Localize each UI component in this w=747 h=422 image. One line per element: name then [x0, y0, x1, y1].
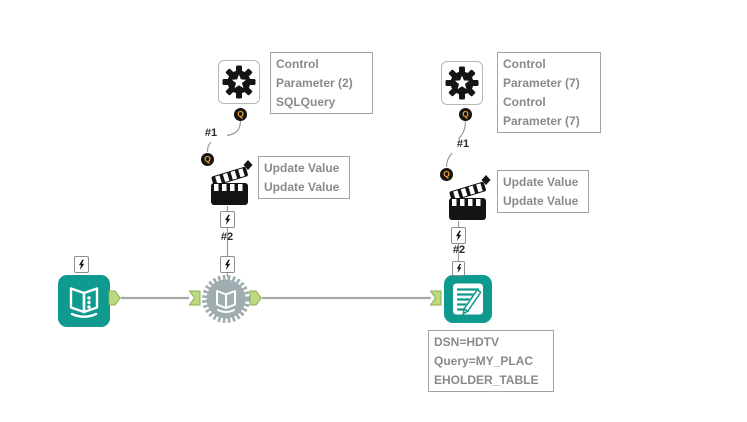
tool-action-1[interactable]: [208, 156, 256, 213]
caption-line: Parameter (2): [276, 76, 353, 90]
caption-line: Update Value: [264, 180, 340, 194]
connection-label: #2: [220, 231, 234, 243]
caption-control-parameter-2: Control Parameter (7) Control Parameter …: [497, 52, 601, 133]
input-anchor-dynamic-input[interactable]: [429, 290, 442, 306]
caption-line: Control: [503, 57, 546, 71]
gear-icon: [445, 66, 479, 100]
q-input-anchor-action2[interactable]: Q: [440, 168, 453, 181]
clapperboard-icon: [211, 160, 253, 205]
connection-label: #1: [204, 127, 218, 139]
wire-q-label-to-action1[interactable]: [206, 141, 212, 153]
tool-macro-input[interactable]: [58, 275, 110, 327]
caption-action-1: Update Value Update Value: [258, 156, 350, 199]
annotation-line: EHOLDER_TABLE: [434, 373, 539, 387]
lightning-input-anchor-macro[interactable]: [220, 256, 235, 273]
lightning-anchor-macro-input[interactable]: [74, 256, 89, 273]
caption-line: Control: [276, 57, 319, 71]
wire-q-cp2-to-label[interactable]: [458, 120, 467, 140]
lightning-icon: [224, 214, 231, 225]
tool-action-2[interactable]: [446, 171, 494, 228]
gear-icon: [222, 65, 256, 99]
caption-line: Parameter (7): [503, 76, 580, 90]
output-anchor-macro[interactable]: [249, 290, 262, 306]
caption-line: Update Value: [503, 175, 579, 189]
q-input-anchor-action1[interactable]: Q: [201, 153, 214, 166]
input-anchor-macro[interactable]: [188, 290, 201, 306]
wire-q-label-to-action2[interactable]: [445, 152, 453, 168]
annotation-line: Query=MY_PLAC: [434, 354, 534, 368]
lightning-input-anchor-dynamic-input[interactable]: [452, 261, 465, 276]
clapperboard-icon: [449, 175, 491, 220]
lightning-icon: [78, 259, 85, 270]
caption-line: Parameter (7): [503, 114, 580, 128]
macro-gear-book-icon: [202, 275, 250, 323]
connection-label: #2: [452, 244, 466, 256]
annotation-dynamic-input: DSN=HDTV Query=MY_PLAC EHOLDER_TABLE: [428, 330, 554, 392]
q-output-anchor-cp1[interactable]: Q: [234, 108, 247, 121]
tool-dynamic-input[interactable]: [444, 275, 492, 323]
tool-control-parameter-2[interactable]: [441, 61, 483, 105]
caption-control-parameter-1: Control Parameter (2) SQLQuery: [270, 52, 373, 114]
q-output-anchor-cp2[interactable]: Q: [459, 108, 472, 121]
caption-line: SQLQuery: [276, 95, 336, 109]
wire-q-cp1-to-label[interactable]: [226, 119, 242, 137]
annotation-line: DSN=HDTV: [434, 335, 500, 349]
tool-macro[interactable]: [202, 275, 250, 328]
open-book-icon: [69, 287, 99, 318]
lightning-output-anchor-action1[interactable]: [220, 211, 235, 228]
tool-control-parameter-1[interactable]: [218, 60, 260, 104]
caption-line: Update Value: [264, 161, 340, 175]
caption-action-2: Update Value Update Value: [497, 170, 589, 213]
caption-line: Control: [503, 95, 546, 109]
lightning-output-anchor-action2[interactable]: [451, 227, 466, 244]
output-anchor-macro-input[interactable]: [108, 290, 121, 306]
lightning-icon: [455, 230, 462, 241]
lightning-icon: [224, 259, 231, 270]
lightning-icon: [456, 263, 461, 273]
connection-label: #1: [456, 138, 470, 150]
document-pencil-icon: [453, 283, 483, 315]
caption-line: Update Value: [503, 194, 579, 208]
